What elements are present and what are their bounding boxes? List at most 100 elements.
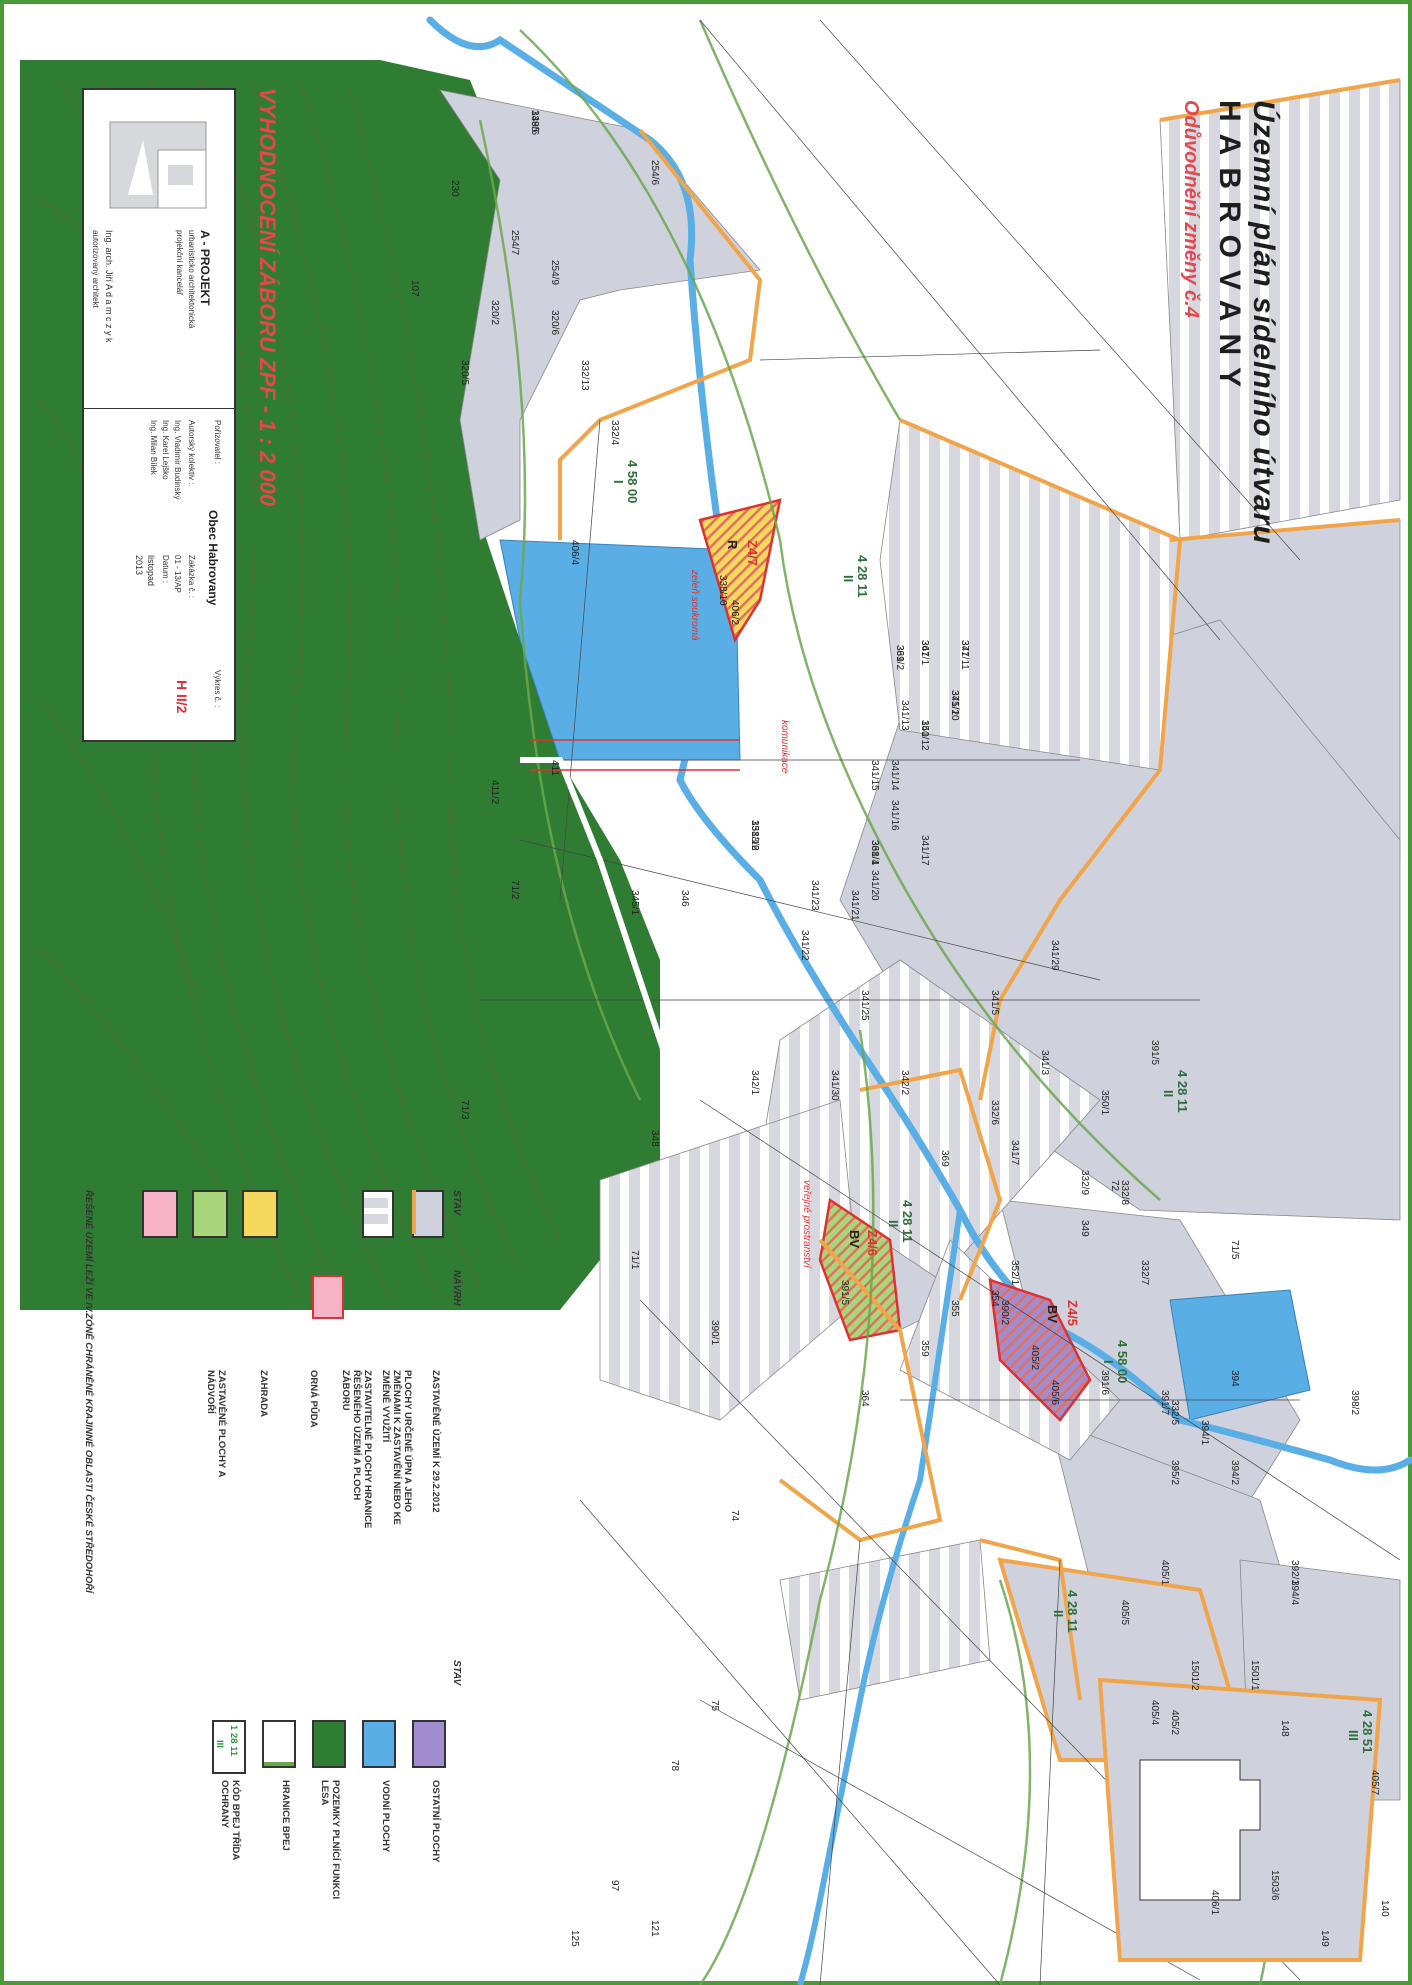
parcel-label: 406/2 bbox=[729, 600, 740, 626]
parcel-label: 341/20 bbox=[869, 870, 880, 901]
legend-swatch-built bbox=[412, 1190, 444, 1238]
parcel-label: 320/5 bbox=[459, 360, 470, 386]
parcel-label: 394/4 bbox=[1289, 1580, 1300, 1606]
date-month: listopad bbox=[146, 555, 156, 587]
road-note: komunikace bbox=[779, 720, 790, 774]
parcel-label: 361/2 bbox=[894, 645, 905, 671]
company-desc2: projekční kancelář bbox=[175, 230, 184, 295]
stream-lower bbox=[797, 1209, 963, 1985]
legend-swatch-water bbox=[362, 1720, 396, 1768]
zone-z45-use: BV bbox=[1045, 1305, 1060, 1324]
parcel-label: 71/3 bbox=[459, 1100, 470, 1120]
order-value: 01 - 13/AP bbox=[173, 555, 182, 593]
bpej-code-1: 4 28 11 bbox=[855, 555, 870, 598]
date-label: Datum : bbox=[161, 555, 170, 584]
date-year: 2013 bbox=[134, 555, 144, 576]
parcel-label: 332/7 bbox=[1139, 1260, 1150, 1286]
parcel-label: 406/1 bbox=[1209, 1890, 1220, 1916]
zone-z47-note: zeleň soukromá bbox=[689, 570, 700, 641]
bpej-class-4: I bbox=[1101, 1360, 1116, 1364]
legend-code-value: 1 28 11 bbox=[228, 1725, 239, 1757]
parcel-label: 369 bbox=[939, 1150, 950, 1167]
parcel-label: 125 bbox=[569, 1930, 580, 1947]
parcel-label: 341/16 bbox=[889, 800, 900, 831]
team-member-2: Ing. Karel Lejško bbox=[161, 420, 170, 480]
parcel-label: 107 bbox=[409, 280, 420, 297]
bpej-class-3: II bbox=[1161, 1090, 1176, 1098]
parcel-label: 395/2 bbox=[1169, 1460, 1180, 1486]
parcel-label: 352/1 bbox=[1009, 1260, 1020, 1286]
legend-code-label: KÓD BPEJ TŘÍDA OCHRANY bbox=[219, 1780, 241, 1860]
legend-swatch-built-border bbox=[412, 1190, 426, 1234]
parcel-label: 74 bbox=[729, 1510, 740, 1522]
legend: STAV NÁVRH STAV ZASTAVĚNÉ ÚZEMÍ K 29.2.2… bbox=[72, 1180, 472, 1960]
parcel-label: 1513/6 bbox=[749, 820, 760, 851]
parcel-label: 377 bbox=[959, 640, 970, 657]
bpej-class-1: II bbox=[841, 575, 856, 583]
legend-swatch-other bbox=[412, 1720, 446, 1768]
parcel-label: 346 bbox=[679, 890, 690, 907]
legend-water-label: VODNÍ PLOCHY bbox=[380, 1780, 391, 1853]
team-member-3: Ing. Milan Bílek bbox=[149, 420, 158, 475]
legend-swatch-garden bbox=[192, 1190, 228, 1238]
parcel-label: 341/3 bbox=[1039, 1050, 1050, 1076]
bpej-code-5: 4 28 11 bbox=[900, 1200, 915, 1243]
parcel-label: 1501/2 bbox=[1189, 1660, 1200, 1691]
zone-z46-code: Z4/6 bbox=[865, 1230, 880, 1257]
parcel-label: 391/5 bbox=[1149, 1040, 1160, 1066]
parcel-label: 367 bbox=[919, 640, 930, 657]
parcel-label: 394/1 bbox=[1199, 1420, 1210, 1446]
parcel-label: 341/23 bbox=[809, 880, 820, 911]
company-name: A - PROJEKT bbox=[198, 230, 212, 306]
legend-footer: ŘEŠENÉ ÚZEMÍ LEŽÍ VE IV.ZÓNĚ CHRÁNĚNÉ KR… bbox=[83, 1190, 94, 1593]
team-member-1: Ing. Vladimír Budinský bbox=[173, 420, 182, 500]
parcel-label: 398/2 bbox=[1349, 1390, 1360, 1416]
parcel-label: 71/5 bbox=[1229, 1240, 1240, 1260]
legend-zone-label: ZASTAVITELNÉ PLOCHY HRANICE ŘEŠENÉHO ÚZE… bbox=[340, 1370, 373, 1529]
logo-icon bbox=[109, 121, 207, 209]
parcel-label: 341/25 bbox=[859, 990, 870, 1021]
parcel-label: 345/1 bbox=[629, 890, 640, 916]
parcel-label: 348 bbox=[649, 1130, 660, 1147]
parcel-label: 332/8 bbox=[1119, 1180, 1130, 1206]
parcel-label: 332/4 bbox=[609, 420, 620, 446]
drawing-number: H II/2 bbox=[174, 680, 190, 714]
drawing-label: Výkres č. : bbox=[213, 670, 222, 708]
water-areas bbox=[499, 539, 1311, 1421]
striped-areas bbox=[599, 79, 1401, 1701]
map-title-note: Odůvodnění změny č.4 bbox=[1180, 100, 1202, 318]
parcel-label: 350/1 bbox=[1099, 1090, 1110, 1116]
parcel-label: 405/6 bbox=[1049, 1380, 1060, 1406]
parcel-label: 97 bbox=[609, 1880, 620, 1892]
stream bbox=[426, 16, 1412, 1474]
zone-z47-code: Z4/7 bbox=[745, 540, 760, 567]
parcel-label: 254/7 bbox=[509, 230, 520, 256]
parcel-label: 71/2 bbox=[509, 880, 520, 900]
legend-swatch-forest bbox=[312, 1720, 346, 1768]
legend-navrh-heading: NÁVRH bbox=[451, 1270, 462, 1306]
title-block: A - PROJEKT urbanisticko architektonická… bbox=[82, 88, 236, 742]
parcel-label: 405/2 bbox=[1169, 1710, 1180, 1736]
zone-z47-use: R bbox=[725, 540, 740, 550]
bpej-class-2: I bbox=[611, 480, 626, 484]
legend-stav-heading: STAV bbox=[451, 1190, 462, 1216]
parcel-label: 332/9 bbox=[1079, 1170, 1090, 1196]
parcel-label: 341/7 bbox=[1009, 1140, 1020, 1166]
parcel-label: 349 bbox=[1079, 1220, 1090, 1237]
parcel-label: 405/5 bbox=[1119, 1600, 1130, 1626]
parcel-label: 361/4 bbox=[869, 840, 880, 866]
legend-swatch-planned bbox=[362, 1190, 394, 1238]
parcel-label: 394/2 bbox=[1229, 1460, 1240, 1486]
bpej-code-6: 4 28 51 bbox=[1360, 1710, 1375, 1754]
parcel-label: 390/2 bbox=[999, 1300, 1010, 1326]
parcel-label: 148 bbox=[1279, 1720, 1290, 1737]
team-label: Autorský kolektiv : bbox=[187, 420, 196, 485]
parcel-label: 341/29 bbox=[1049, 940, 1060, 971]
zone-z47-area bbox=[698, 498, 782, 644]
parcel-label: 391/6 bbox=[1099, 1370, 1110, 1396]
parcel-label: 150 bbox=[919, 720, 930, 737]
parcel-label: 121 bbox=[649, 1920, 660, 1937]
parcel-label: 341/5 bbox=[989, 990, 1000, 1016]
parcel-label: 390/1 bbox=[709, 1320, 720, 1346]
